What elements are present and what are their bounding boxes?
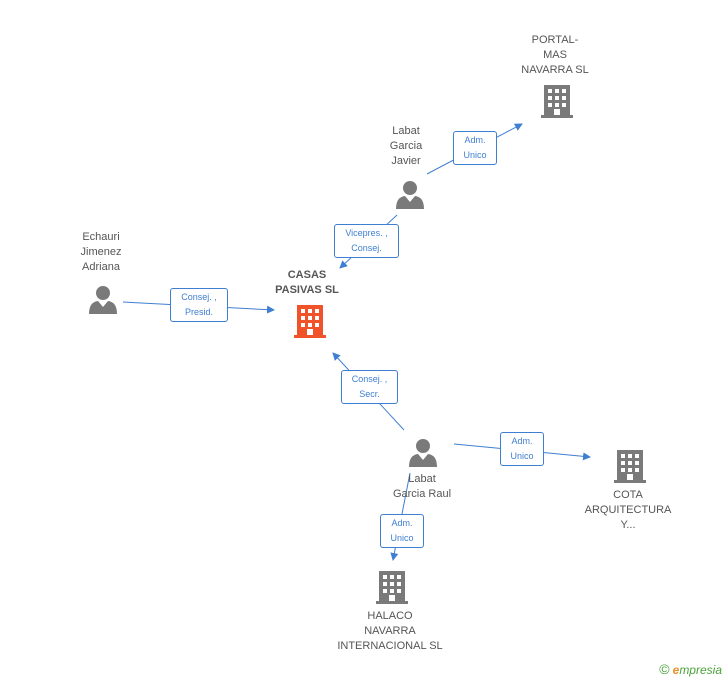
- badge-javier-portal[interactable]: Adm. Unico: [453, 131, 497, 165]
- building-icon-portal[interactable]: [541, 84, 573, 118]
- person-icon-labat-raul[interactable]: [408, 438, 438, 468]
- node-cota-label[interactable]: COTA ARQUITECTURA Y...: [584, 489, 672, 531]
- person-icon-echauri[interactable]: [88, 285, 118, 315]
- badge-raul-cota[interactable]: Adm. Unico: [500, 432, 544, 466]
- building-icon-casas[interactable]: [294, 304, 326, 338]
- building-icon-cota[interactable]: [614, 449, 646, 483]
- person-icon-labat-javier[interactable]: [395, 180, 425, 210]
- node-labat-javier-label[interactable]: Labat Garcia Javier: [389, 125, 423, 167]
- brand-initial: e: [672, 663, 680, 677]
- node-echauri-label[interactable]: Echauri Jimenez Adriana: [80, 231, 122, 273]
- badge-raul-casas[interactable]: Consej. , Secr.: [341, 370, 398, 404]
- empresia-logo: ©empresia: [659, 661, 722, 677]
- node-portal-label[interactable]: PORTAL- MAS NAVARRA SL: [521, 34, 589, 76]
- brand-name: mpresia: [679, 663, 722, 677]
- badge-javier-casas[interactable]: Vicepres. , Consej.: [334, 224, 399, 258]
- badge-raul-halaco[interactable]: Adm. Unico: [380, 514, 424, 548]
- node-labat-raul-label[interactable]: Labat Garcia Raul: [392, 473, 452, 500]
- badge-echauri-casas[interactable]: Consej. , Presid.: [170, 288, 228, 322]
- copyright-symbol: ©: [659, 661, 670, 677]
- building-icon-halaco[interactable]: [376, 570, 408, 604]
- node-halaco-label[interactable]: HALACO NAVARRA INTERNACIONAL SL: [337, 610, 443, 652]
- node-casas-label[interactable]: CASAS PASIVAS SL: [275, 269, 339, 296]
